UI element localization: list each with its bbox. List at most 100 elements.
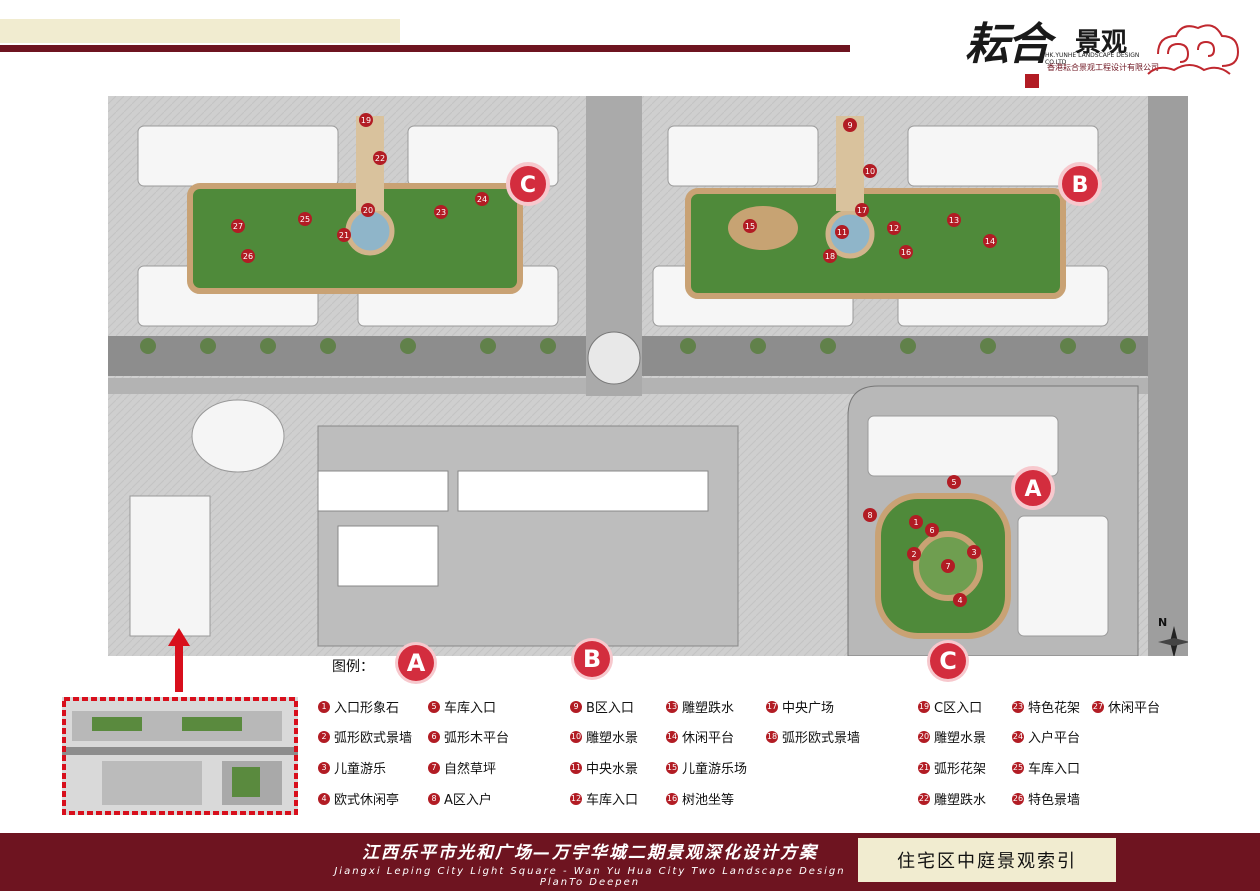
plan-zone-badges: C B A <box>506 162 1102 510</box>
legend-number: 7 <box>428 761 440 774</box>
svg-text:11: 11 <box>837 228 847 237</box>
plan-marker-4: 4 <box>953 593 967 607</box>
svg-text:23: 23 <box>436 208 446 217</box>
legend-number: 23 <box>1012 700 1024 713</box>
legend-number: 18 <box>766 730 778 743</box>
legend-number: 5 <box>428 700 440 713</box>
footer-title: 江西乐平市光和广场—万宇华城二期景观深化设计方案 <box>362 843 818 863</box>
logo-word: 景观 <box>1075 28 1128 58</box>
legend-number: 20 <box>918 730 930 743</box>
logo-company-cn: 香港耘合景观工程设计有限公司 <box>1047 63 1159 72</box>
legend-label: 中央水景 <box>586 762 639 777</box>
company-logo: 耘合 景观 HK.YUNHE LANDSCAPE DESIGN CO.LTD 香… <box>965 8 1165 100</box>
plan-marker-23: 23 <box>434 205 448 219</box>
legend-number: 14 <box>666 730 678 743</box>
legend-label: 中央广场 <box>782 701 835 716</box>
legend-item: 13 雕塑跌水 <box>666 697 734 716</box>
legend-number: 24 <box>1012 730 1024 743</box>
legend-label: C区入口 <box>934 701 983 716</box>
legend-item: 12 车库入口 <box>570 789 638 808</box>
logo-seal-icon <box>1025 74 1039 88</box>
roundabout <box>587 331 641 385</box>
legend-number: 2 <box>318 730 330 743</box>
logo-calligraphy: 耘合 <box>965 19 1051 70</box>
plan-zone-a: A <box>1011 466 1055 510</box>
legend-zone-a: A <box>398 645 434 681</box>
svg-text:22: 22 <box>375 154 385 163</box>
legend-number: 17 <box>766 700 778 713</box>
legend-number: 27 <box>1092 700 1104 713</box>
plan-marker-19: 19 <box>359 113 373 127</box>
legend-label: 车库入口 <box>586 793 639 808</box>
legend-label: 雕塑跌水 <box>682 701 735 716</box>
legend-number: 12 <box>570 792 582 805</box>
plan-marker-5: 5 <box>947 475 961 489</box>
plan-marker-15: 15 <box>743 219 757 233</box>
legend-label: 车库入口 <box>1028 762 1081 777</box>
legend-title: 图例： <box>332 659 374 675</box>
svg-text:4: 4 <box>957 596 962 605</box>
legend-label: 弧形木平台 <box>444 731 510 746</box>
plan-marker-9: 9 <box>843 118 857 132</box>
legend-label: B区入口 <box>586 701 634 716</box>
plan-marker-26: 26 <box>241 249 255 263</box>
compass-label: N <box>1158 616 1167 629</box>
svg-text:27: 27 <box>233 222 243 231</box>
legend-number: 26 <box>1012 792 1024 805</box>
svg-text:5: 5 <box>951 478 956 487</box>
legend-number: 9 <box>570 700 582 713</box>
legend-number: 21 <box>918 761 930 774</box>
legend-item: 1 入口形象石 <box>318 697 399 716</box>
site-plan: C B A 19 22 20 21 23 24 25 27 26 9 10 17… <box>108 96 1188 656</box>
plan-marker-16: 16 <box>899 245 913 259</box>
plan-marker-21: 21 <box>337 228 351 242</box>
legend-item: 14 休闲平台 <box>666 727 734 746</box>
legend-label: 弧形欧式景墙 <box>334 731 413 746</box>
plan-zone-b: B <box>1058 162 1102 206</box>
header-maroon-bar <box>0 45 850 52</box>
legend-number: 8 <box>428 792 440 805</box>
svg-text:7: 7 <box>945 562 950 571</box>
legend-number: 15 <box>666 761 678 774</box>
legend-label: 入口形象石 <box>334 701 400 716</box>
plan-marker-6: 6 <box>925 523 939 537</box>
plan-zone-c: C <box>506 162 550 206</box>
plan-marker-27: 27 <box>231 219 245 233</box>
page-title: 住宅区中庭景观索引 <box>858 838 1116 882</box>
legend-number: 13 <box>666 700 678 713</box>
legend-item: 27 休闲平台 <box>1092 697 1160 716</box>
svg-text:16: 16 <box>901 248 911 257</box>
svg-text:24: 24 <box>477 195 487 204</box>
plan-marker-10: 10 <box>863 164 877 178</box>
legend-number: 4 <box>318 792 330 805</box>
plan-marker-18: 18 <box>823 249 837 263</box>
svg-text:A: A <box>1024 477 1041 502</box>
legend-number: 1 <box>318 700 330 713</box>
legend-number: 10 <box>570 730 582 743</box>
svg-text:19: 19 <box>361 116 371 125</box>
svg-text:C: C <box>520 173 536 198</box>
logo-company-en: HK.YUNHE LANDSCAPE DESIGN CO.LTD <box>1045 52 1140 66</box>
svg-text:21: 21 <box>339 231 349 240</box>
legend-label: 休闲平台 <box>1108 701 1161 716</box>
legend-zone-b: B <box>574 641 610 677</box>
svg-text:18: 18 <box>825 252 835 261</box>
plan-marker-12: 12 <box>887 221 901 235</box>
plan-marker-3: 3 <box>967 545 981 559</box>
plan-marker-2: 2 <box>907 547 921 561</box>
plan-marker-25: 25 <box>298 212 312 226</box>
legend-label: 休闲平台 <box>682 731 735 746</box>
